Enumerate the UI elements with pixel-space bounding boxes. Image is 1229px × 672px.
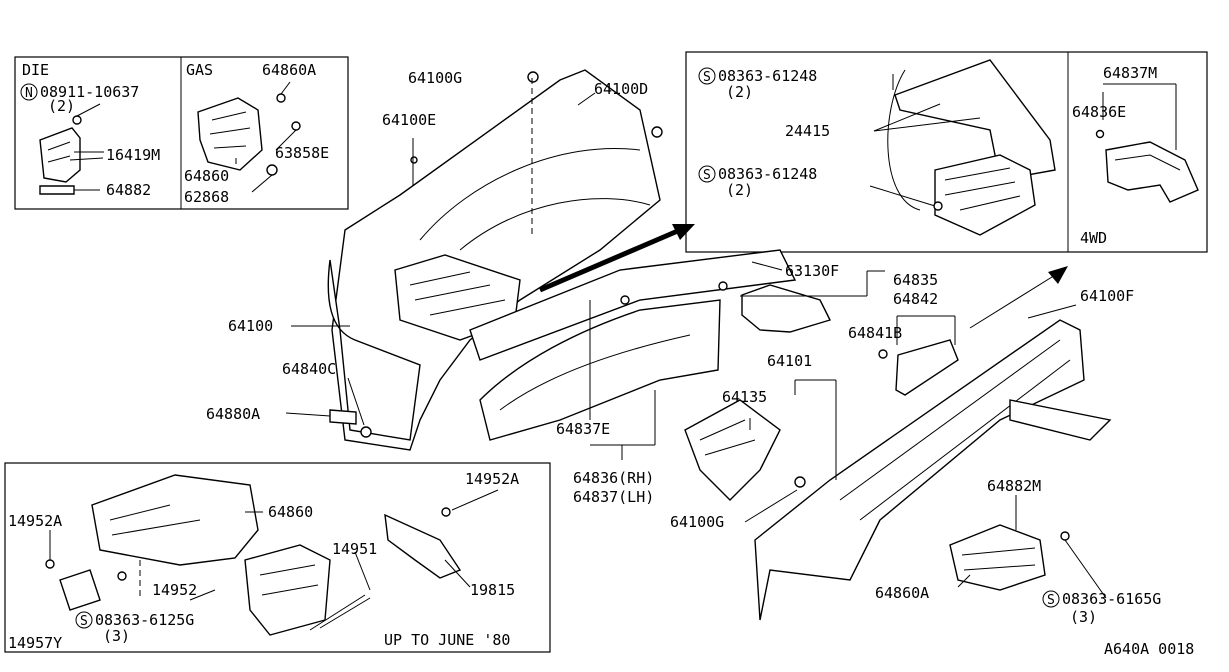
label-63858E: 63858E: [275, 144, 329, 162]
s-symbol-2: S: [703, 168, 711, 183]
label-14951: 14951: [332, 540, 377, 558]
label-64880A: 64880A: [206, 405, 260, 423]
label-64837LH: 64837(LH): [573, 488, 654, 506]
inset-radiator-core: [685, 51, 1208, 253]
s-symbol-main: S: [1047, 593, 1055, 608]
label-die-n-qty: (2): [48, 97, 75, 115]
label-64860-inset: 64860: [184, 167, 229, 185]
label-14957Y: 14957Y: [8, 634, 62, 652]
label-64100D: 64100D: [594, 80, 648, 98]
label-bottom-s-qty: (3): [103, 627, 130, 645]
label-gas: GAS: [186, 61, 213, 79]
label-64100E: 64100E: [382, 111, 436, 129]
label-16419M: 16419M: [106, 146, 160, 164]
label-4wd: 4WD: [1080, 229, 1107, 247]
frame-assembly: [684, 319, 1112, 621]
label-64860A-main: 64860A: [875, 584, 929, 602]
figure-code: A640A 0018: [1104, 640, 1194, 658]
label-s2-qty: (2): [726, 181, 753, 199]
label-62868: 62868: [184, 188, 229, 206]
label-19815: 19815: [470, 581, 515, 599]
label-64100F: 64100F: [1080, 287, 1134, 305]
label-64860-bottom: 64860: [268, 503, 313, 521]
label-main-s-part: 08363-6165G: [1062, 590, 1161, 608]
label-64836E: 64836E: [1072, 103, 1126, 121]
leader-lines: [49, 78, 1107, 601]
label-64835: 64835: [893, 271, 938, 289]
label-14952A-left: 14952A: [8, 512, 62, 530]
labels: DIE N 08911-10637 (2) 16419M 64882 GAS 6…: [8, 61, 1194, 658]
label-up-to-june-80: UP TO JUNE '80: [384, 631, 510, 649]
label-24415: 24415: [785, 122, 830, 140]
inset-die-gas: [14, 56, 349, 210]
label-14952A-right: 14952A: [465, 470, 519, 488]
label-64100G-bottom: 64100G: [670, 513, 724, 531]
label-64101: 64101: [767, 352, 812, 370]
direction-arrows: [539, 224, 1068, 329]
label-64836RH: 64836(RH): [573, 469, 654, 487]
s-symbol-bottom: S: [80, 614, 88, 629]
label-main-s-qty: (3): [1070, 608, 1097, 626]
label-64840C: 64840C: [282, 360, 336, 378]
label-s1-qty: (2): [726, 83, 753, 101]
label-64837M: 64837M: [1103, 64, 1157, 82]
label-14952: 14952: [152, 581, 197, 599]
label-s1-part: 08363-61248: [718, 67, 817, 85]
inset-up-to-june-80: [4, 462, 551, 653]
label-64837E: 64837E: [556, 420, 610, 438]
label-die: DIE: [22, 61, 49, 79]
label-64842: 64842: [893, 290, 938, 308]
label-64841B: 64841B: [848, 324, 902, 342]
hood-ledge-assembly: [327, 69, 959, 451]
s-symbol-1: S: [703, 70, 711, 85]
label-64100: 64100: [228, 317, 273, 335]
n-symbol: N: [25, 86, 33, 101]
label-64100G-top: 64100G: [408, 69, 462, 87]
label-die-n-part: 08911-10637: [40, 83, 139, 101]
label-64135: 64135: [722, 388, 767, 406]
label-bottom-s-part: 08363-6125G: [95, 611, 194, 629]
label-64882: 64882: [106, 181, 151, 199]
label-64882M: 64882M: [987, 477, 1041, 495]
label-64860A-inset: 64860A: [262, 61, 316, 79]
label-63130F: 63130F: [785, 262, 839, 280]
label-s2-part: 08363-61248: [718, 165, 817, 183]
